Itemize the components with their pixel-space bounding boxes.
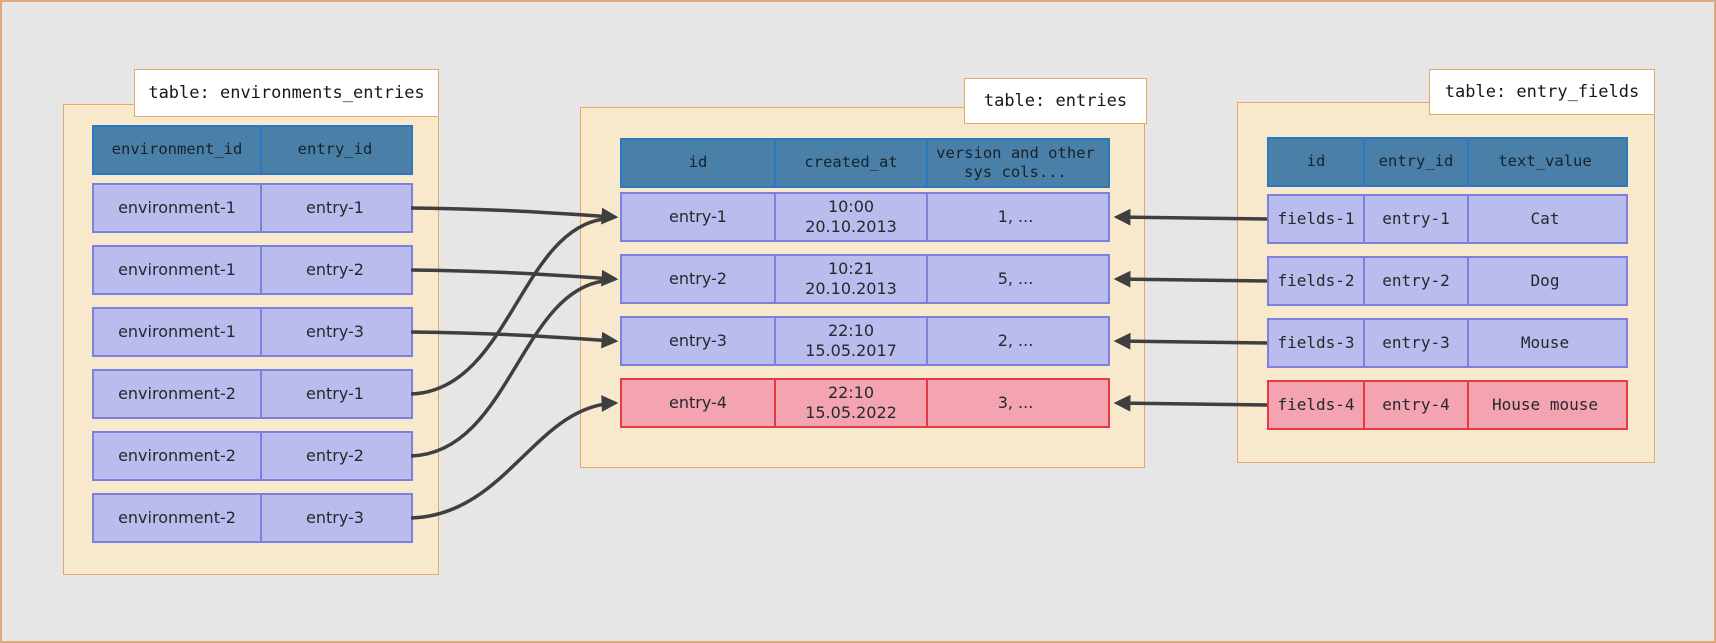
table-cell: fields-4: [1277, 395, 1355, 414]
table-cell: 22:10 15.05.2017: [774, 318, 926, 364]
table-cell: environment-1: [118, 322, 236, 341]
table-cell: fields-1: [1277, 209, 1355, 228]
relationship-arrow-environments_entries-4-to-entries-1: [410, 217, 605, 396]
table-cell: environment-2: [118, 384, 236, 403]
table-cell: Dog: [1467, 258, 1621, 304]
table-cell: environment-2: [118, 508, 236, 527]
table-cell: entry-3: [669, 331, 727, 350]
table-cell: environment-1: [118, 260, 236, 279]
table-title-environments_entries: table: environments_entries: [134, 69, 439, 117]
column-header-cell: environment_id: [111, 140, 243, 159]
table-title-entries: table: entries: [964, 78, 1147, 124]
table-title-text: table: entries: [983, 91, 1128, 111]
table-cell: environment-1: [118, 198, 236, 217]
column-header-cell: text_value: [1467, 139, 1621, 185]
column-header-cell: id: [1306, 152, 1326, 171]
table-cell: 22:10 15.05.2022: [774, 380, 926, 426]
table-cell: environment-2: [118, 446, 236, 465]
table-cell: Mouse: [1467, 320, 1621, 366]
table-cell: fields-2: [1277, 271, 1355, 290]
table-cell: 10:00 20.10.2013: [774, 194, 926, 240]
table-cell: fields-3: [1277, 333, 1355, 352]
table-row-environments_entries-1: environment-1 entry-1: [92, 183, 413, 233]
table-row-environments_entries-6: environment-2 entry-3: [92, 493, 413, 543]
table-cell: entry-2: [260, 247, 408, 293]
table-row-environments_entries-5: environment-2 entry-2: [92, 431, 413, 481]
table-cell: 5, ...: [926, 256, 1103, 302]
table-cell: 2, ...: [926, 318, 1103, 364]
table-cell: entry-2: [260, 433, 408, 479]
table-title-text: table: entry_fields: [1444, 82, 1640, 102]
table-row-environments_entries-4: environment-2 entry-1: [92, 369, 413, 419]
relationship-arrow-environments_entries-5-to-entries-2: [410, 279, 605, 458]
table-cell: entry-1: [669, 207, 727, 226]
table-cell: entry-2: [1363, 258, 1467, 304]
table-cell: entry-3: [260, 495, 408, 541]
table-cell: entry-1: [260, 371, 408, 417]
table-cell: entry-4: [1363, 382, 1467, 428]
column-header-cell: entry_id: [260, 127, 408, 173]
table-cell: entry-1: [260, 185, 408, 231]
table-cell: House mouse: [1467, 382, 1621, 428]
column-header-cell: id: [688, 153, 708, 172]
table-cell: 3, ...: [926, 380, 1103, 426]
table-cell: entry-3: [260, 309, 408, 355]
table-cell: 1, ...: [926, 194, 1103, 240]
table-title-text: table: environments_entries: [148, 83, 425, 103]
table-cell: entry-1: [1363, 196, 1467, 242]
column-header-cell: created_at: [774, 140, 926, 186]
table-header-row: environment_id entry_id: [92, 125, 413, 175]
column-header-cell: version and other sys cols...: [926, 140, 1103, 186]
table-cell: entry-4: [669, 393, 727, 412]
column-header-cell: entry_id: [1363, 139, 1467, 185]
table-row-environments_entries-2: environment-1 entry-2: [92, 245, 413, 295]
table-cell: 10:21 20.10.2013: [774, 256, 926, 302]
table-title-entry_fields: table: entry_fields: [1429, 69, 1655, 115]
table-cell: entry-3: [1363, 320, 1467, 366]
table-cell: entry-2: [669, 269, 727, 288]
table-cell: Cat: [1467, 196, 1621, 242]
table-row-environments_entries-3: environment-1 entry-3: [92, 307, 413, 357]
